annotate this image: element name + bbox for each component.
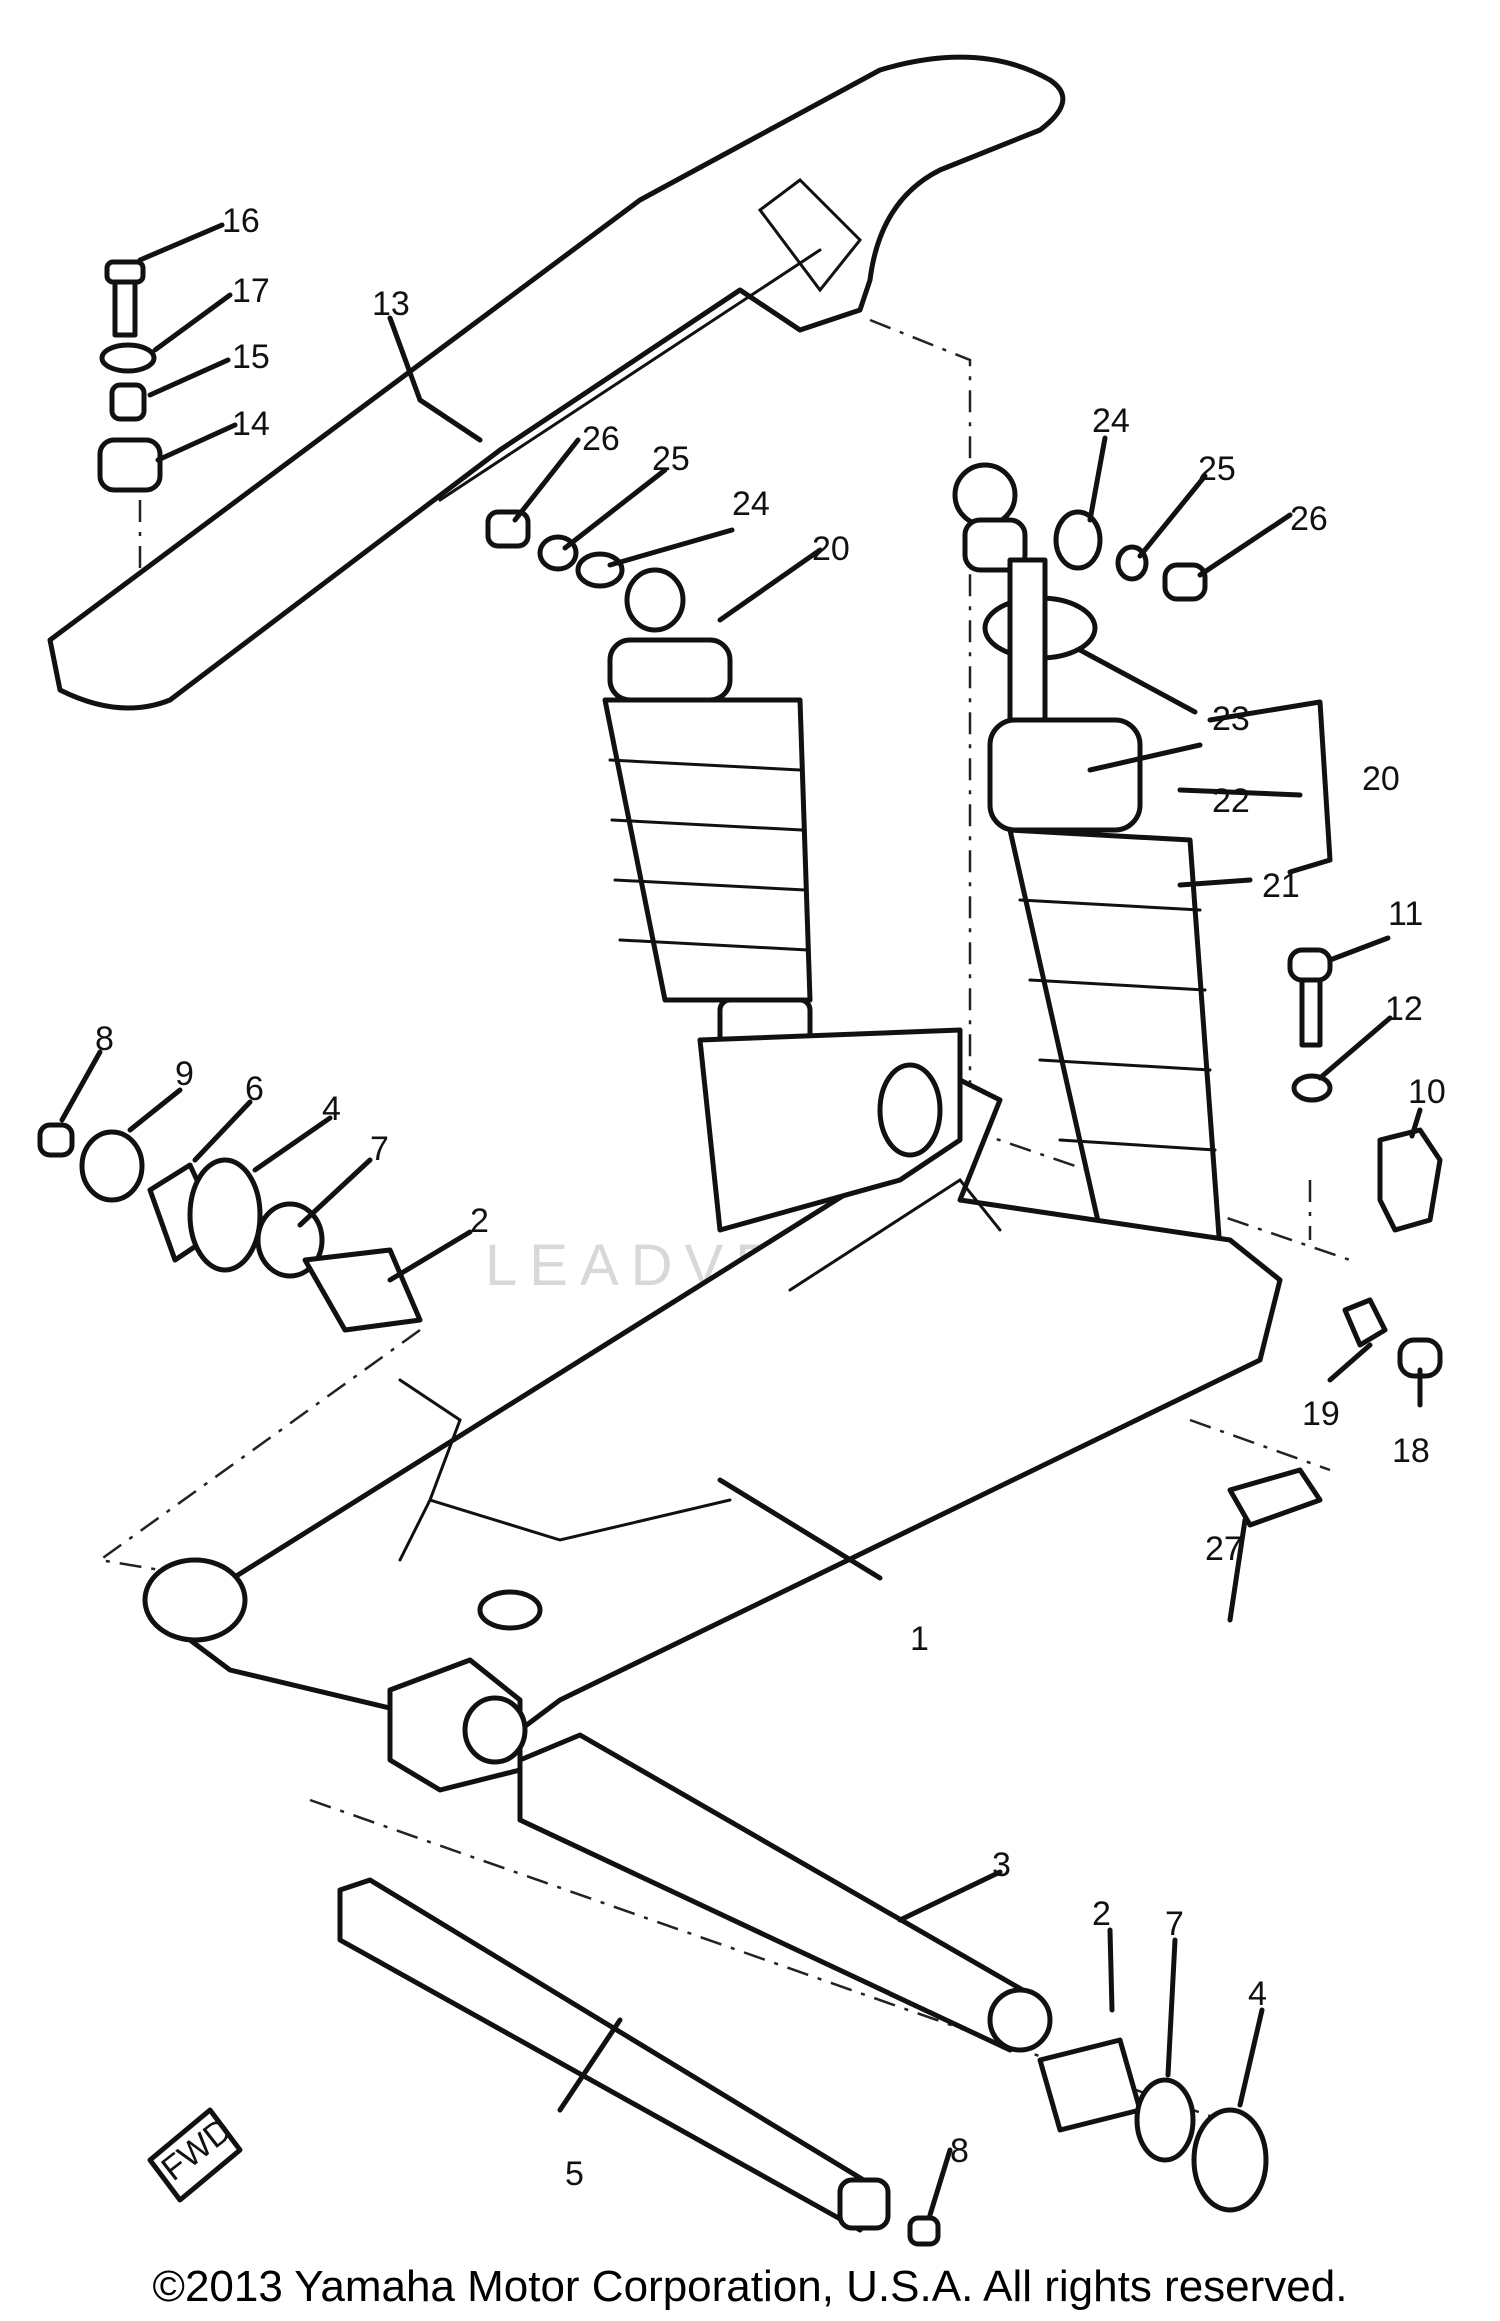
forward-direction-badge: FWD: [147, 2107, 243, 2203]
callout-15: 15: [232, 338, 270, 376]
right-pivot-stack: [907, 2037, 1269, 2247]
callout-3: 3: [992, 1846, 1011, 1884]
callout-17: 17: [232, 272, 270, 310]
callout-26-right: 26: [1290, 500, 1328, 538]
left-shock-top-hardware: [485, 509, 625, 589]
callout-1: 1: [910, 1620, 929, 1658]
callout-26-left: 26: [582, 420, 620, 458]
callout-22: 22: [1212, 782, 1250, 820]
callout-5: 5: [565, 2155, 584, 2193]
callout-6: 6: [245, 1070, 264, 1108]
callout-27: 27: [1205, 1530, 1243, 1568]
chain-case-bolt-stack: [97, 259, 163, 493]
chain-case: [47, 54, 1066, 711]
pivot-shaft: [517, 1732, 1053, 2053]
callout-8-right: 8: [950, 2132, 969, 2170]
bracket-hardware: [1287, 947, 1443, 1233]
callout-leaders: [59, 222, 1423, 2218]
callout-14: 14: [232, 405, 270, 443]
callout-13: 13: [372, 285, 410, 323]
callout-23: 23: [1212, 700, 1250, 738]
pivot-bolt: [337, 1877, 891, 2233]
callout-12: 12: [1385, 990, 1423, 1028]
copyright-notice: ©2013 Yamaha Motor Corporation, U.S.A. A…: [152, 2262, 1348, 2311]
callout-2-left: 2: [470, 1202, 489, 1240]
callout-24-left: 24: [732, 485, 770, 523]
chain-guide-hardware: [1227, 1297, 1443, 1528]
callout-7-right: 7: [1165, 1905, 1184, 1943]
callout-21: 21: [1262, 867, 1300, 905]
callout-4-left: 4: [322, 1090, 341, 1128]
left-pivot-stack: [37, 1122, 423, 1333]
callout-25-left: 25: [652, 440, 690, 478]
swingarm: [142, 1027, 1283, 1793]
callout-18: 18: [1392, 1432, 1430, 1470]
left-shock-absorber: [602, 567, 813, 1083]
callout-10: 10: [1408, 1073, 1446, 1111]
callout-4-right: 4: [1248, 1975, 1267, 2013]
callout-16: 16: [222, 202, 260, 240]
callout-labels: 1 2 2 3 4 4 5 6 7 7 8 8 9 10 11 12 13 14…: [95, 202, 1446, 2193]
callout-9: 9: [175, 1055, 194, 1093]
callout-24-right: 24: [1092, 402, 1130, 440]
callout-20-left: 20: [812, 530, 850, 568]
callout-7-left: 7: [370, 1130, 389, 1168]
callout-20-right: 20: [1362, 760, 1400, 798]
callout-19: 19: [1302, 1395, 1340, 1433]
right-shock-top-hardware: [1053, 509, 1208, 602]
callout-8-left: 8: [95, 1020, 114, 1058]
callout-25-right: 25: [1198, 450, 1236, 488]
callout-11: 11: [1388, 895, 1423, 933]
callout-2-right: 2: [1092, 1895, 1111, 1933]
